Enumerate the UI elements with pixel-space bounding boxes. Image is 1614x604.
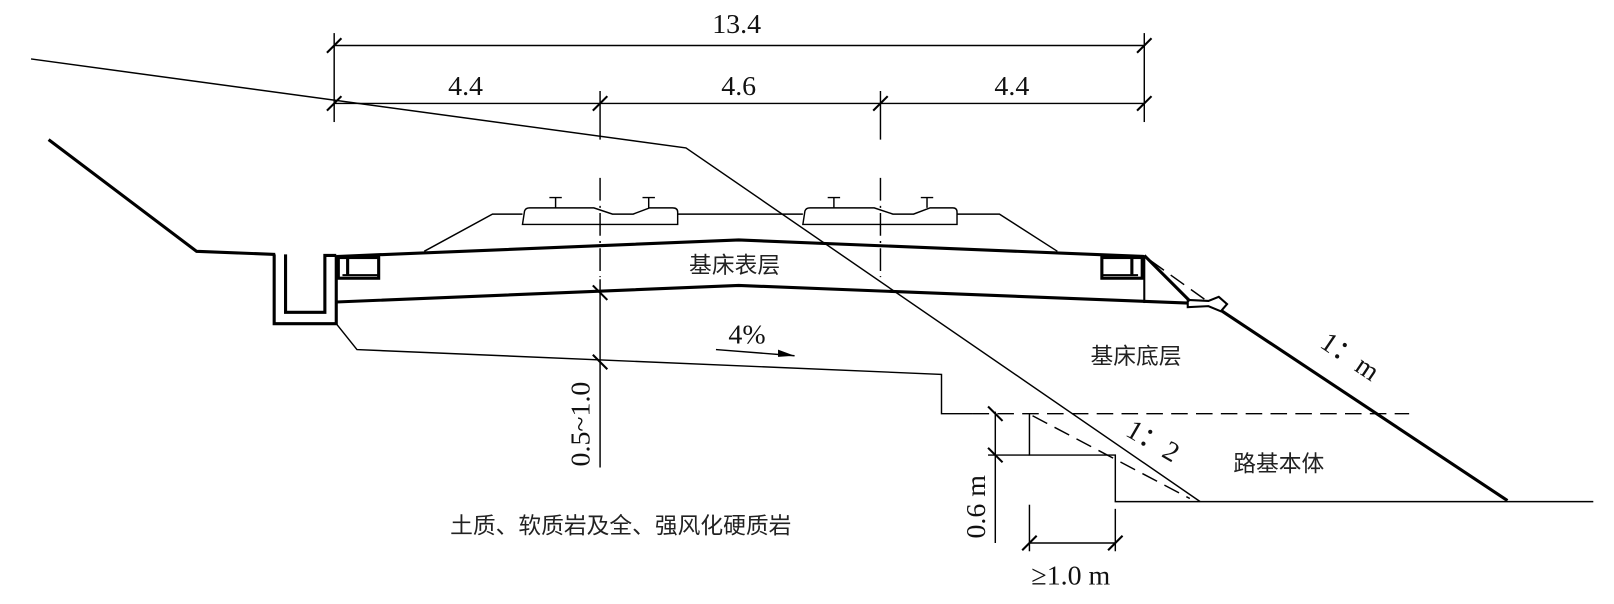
right-embankment-slope [1143,254,1509,502]
track-spacing-label: 4.6 [721,71,756,102]
subgrade-body-label: 路基本体 [1233,452,1324,478]
slope-arrow-icon [715,348,795,357]
rail-icon [827,196,934,208]
bottom-layer-boundary [335,323,973,415]
left-track-sleeper [521,196,679,226]
step-slope-line [1032,415,1191,500]
cross-slope-label: 4% [728,319,765,350]
left-width-label: 4.4 [448,71,483,102]
step-slope-ratio: 1：2 [1121,414,1185,469]
ground-type-label: 土质、软质岩及全、强风化硬质岩 [450,514,791,540]
right-cable-trough [1100,255,1144,280]
rail-icon [549,196,655,208]
step-width-label: ≥1.0 m [1031,560,1110,591]
surface-layer-bottom [336,283,1188,305]
total-width-label: 13.4 [712,9,761,40]
right-track-sleeper [802,196,958,226]
side-ditch [272,253,338,326]
left-cable-trough [336,255,381,280]
dimension-lines [326,33,1153,140]
right-width-label: 4.4 [994,71,1029,102]
formation-surface [336,238,1145,259]
natural-ground-line [30,58,1201,503]
bottom-thickness-dimension [592,279,609,468]
drain-pipe-icon [1186,295,1229,313]
step-width-dimension [1021,504,1124,552]
bottom-layer-label: 基床底层 [1090,344,1181,370]
benching-steps [1028,413,1594,503]
step-height-dimension [987,405,1030,543]
left-cut-slope [47,138,276,256]
bottom-thickness-label: 0.5~1.0 [566,382,597,467]
surface-layer-label: 基床表层 [689,253,780,279]
step-height-label: 0.6 m [961,475,992,539]
ballast-bed [423,213,1058,252]
